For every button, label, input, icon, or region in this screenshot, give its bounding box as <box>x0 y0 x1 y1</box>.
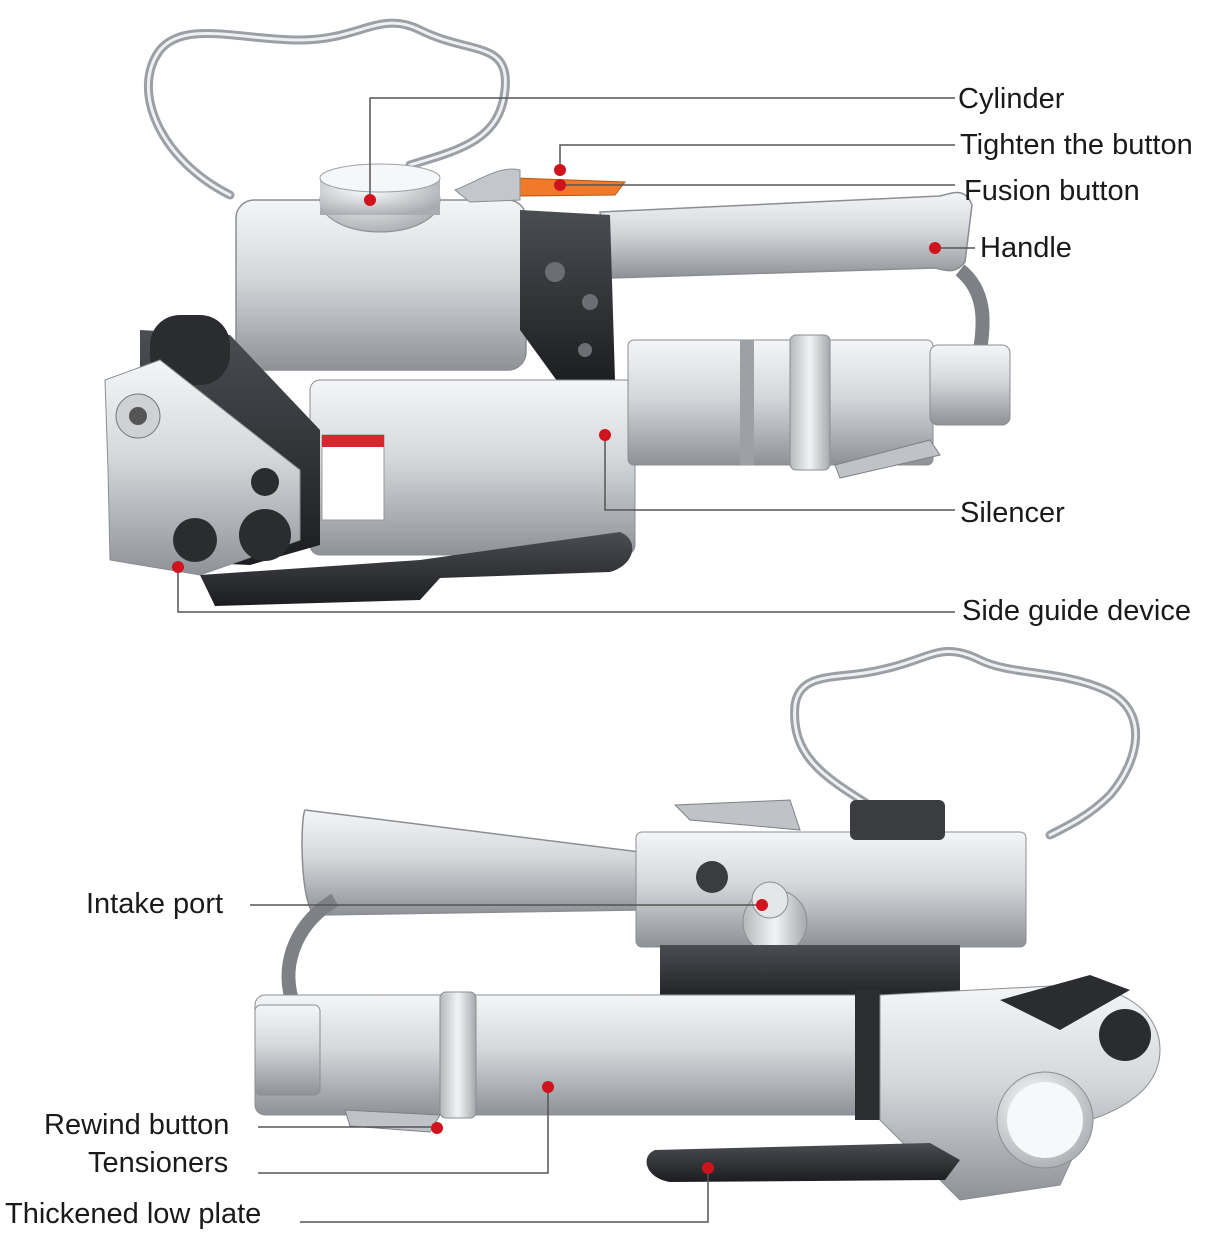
marker-intake-port <box>756 899 768 911</box>
top-air-hose <box>955 264 990 352</box>
marker-silencer <box>599 429 611 441</box>
marker-tighten-button <box>554 164 566 176</box>
bottom-tool-illustration <box>254 647 1161 1201</box>
top-fusion-lever <box>514 177 626 197</box>
top-leader-lines <box>177 97 975 613</box>
bottom-valve-block <box>635 831 1027 948</box>
marker-rewind-button <box>431 1122 443 1134</box>
top-warning-sticker <box>321 434 385 521</box>
marker-handle <box>929 242 941 254</box>
label-cylinder: Cylinder <box>958 83 1065 115</box>
bottom-base-plate <box>646 1143 960 1182</box>
marker-side-guide <box>172 561 184 573</box>
bottom-air-hose <box>281 893 339 1003</box>
label-rewind-button: Rewind button <box>44 1109 230 1141</box>
bottom-grip-handle <box>301 809 641 916</box>
top-grip-handle <box>599 191 973 279</box>
label-handle: Handle <box>980 232 1072 264</box>
top-bail-handle <box>143 18 510 200</box>
label-fusion-button: Fusion button <box>964 175 1140 207</box>
top-silencer-body <box>627 339 934 466</box>
top-base-plate <box>200 532 633 606</box>
label-thickened-low-plate: Thickened low plate <box>5 1198 262 1230</box>
label-tighten-button: Tighten the button <box>960 129 1193 161</box>
marker-low-plate <box>702 1162 714 1174</box>
label-intake-port: Intake port <box>86 888 224 920</box>
bottom-bail-handle <box>790 647 1141 840</box>
label-tensioners: Tensioners <box>88 1147 229 1179</box>
marker-tensioners <box>542 1081 554 1093</box>
marker-cylinder <box>364 194 376 206</box>
label-silencer: Silencer <box>960 497 1065 529</box>
label-side-guide-device: Side guide device <box>962 595 1191 627</box>
bottom-leader-lines <box>250 904 762 1223</box>
top-tool-illustration <box>104 18 1011 606</box>
marker-fusion-button <box>554 179 566 191</box>
bottom-tensioner-cylinder <box>254 994 916 1116</box>
top-marker-dots <box>172 164 941 573</box>
bottom-marker-dots <box>431 899 768 1174</box>
